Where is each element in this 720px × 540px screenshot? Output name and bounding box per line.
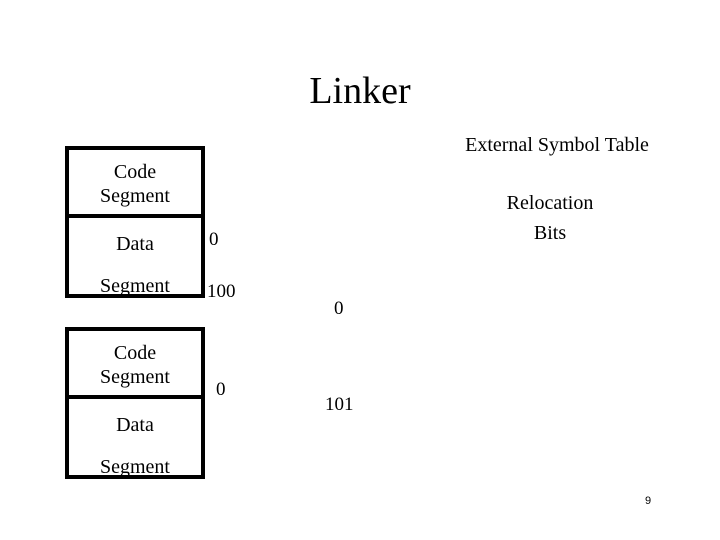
- data-segment-box-a: Data Segment: [65, 214, 205, 298]
- symbol-value-lower: 101: [325, 394, 354, 415]
- offset-label-a-top: 0: [209, 229, 219, 250]
- code-segment-box-b: Code Segment: [65, 327, 205, 399]
- offset-label-b-top: 0: [216, 379, 226, 400]
- page-number: 9: [645, 495, 652, 507]
- code-segment-box-a-line-2: Segment: [100, 185, 170, 207]
- data-segment-box-a-line-1: Data: [116, 233, 154, 255]
- relocation-bits-line-2: Bits: [533, 222, 567, 244]
- external-symbol-table-label: External Symbol Table: [465, 134, 649, 156]
- data-segment-box-b-line-2: Segment: [100, 456, 170, 478]
- code-segment-box-a: Code Segment: [65, 146, 205, 218]
- code-segment-box-b-line-2: Segment: [100, 366, 170, 388]
- code-segment-box-a-line-1: Code: [113, 161, 157, 183]
- code-segment-box-b-line-1: Code: [113, 342, 157, 364]
- data-segment-box-a-line-2: Segment: [100, 275, 170, 297]
- page-title: Linker: [309, 70, 411, 112]
- data-segment-box-b-line-1: Data: [116, 414, 154, 436]
- symbol-value-upper: 0: [334, 298, 344, 319]
- relocation-bits-label: Relocation Bits: [440, 188, 660, 248]
- object-file-a-group: Code Segment Data Segment: [65, 146, 205, 298]
- object-file-b-group: Code Segment Data Segment: [65, 327, 205, 479]
- relocation-bits-line-1: Relocation: [506, 192, 594, 214]
- data-segment-box-b: Data Segment: [65, 395, 205, 479]
- offset-label-a-bottom: 100: [207, 281, 236, 302]
